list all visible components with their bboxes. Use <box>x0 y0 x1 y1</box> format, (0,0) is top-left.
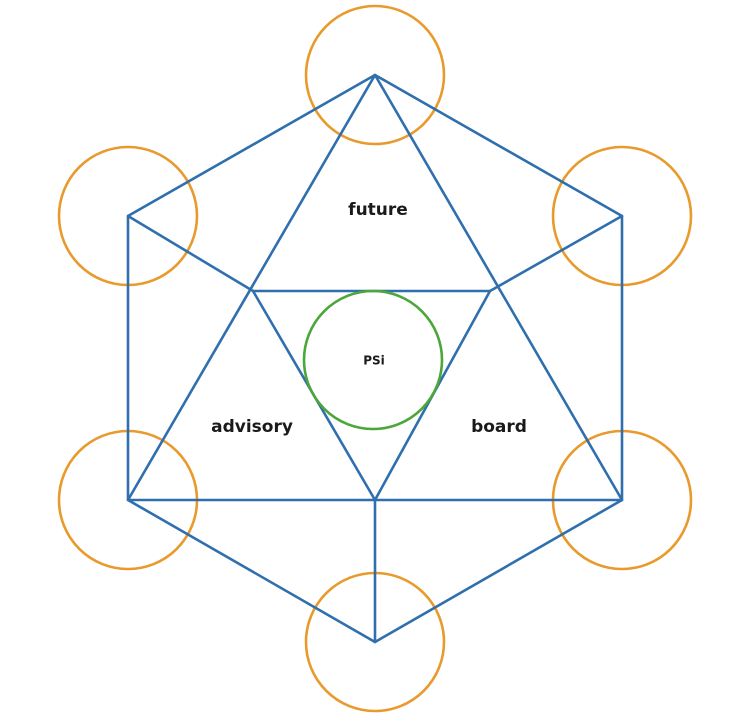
large-triangle <box>126 73 624 502</box>
outer-circle-top <box>304 4 446 146</box>
label-future: future <box>348 200 408 220</box>
edge-top-right-to-inner <box>488 214 624 293</box>
edge-top-left-to-inner <box>126 214 255 293</box>
label-advisory: advisory <box>211 417 293 437</box>
center-circle <box>302 289 444 431</box>
label-board: board <box>471 417 527 437</box>
inner-triangle <box>251 289 492 502</box>
label-psi: PSi <box>363 354 385 368</box>
labels: future advisory board PSi <box>211 200 527 437</box>
